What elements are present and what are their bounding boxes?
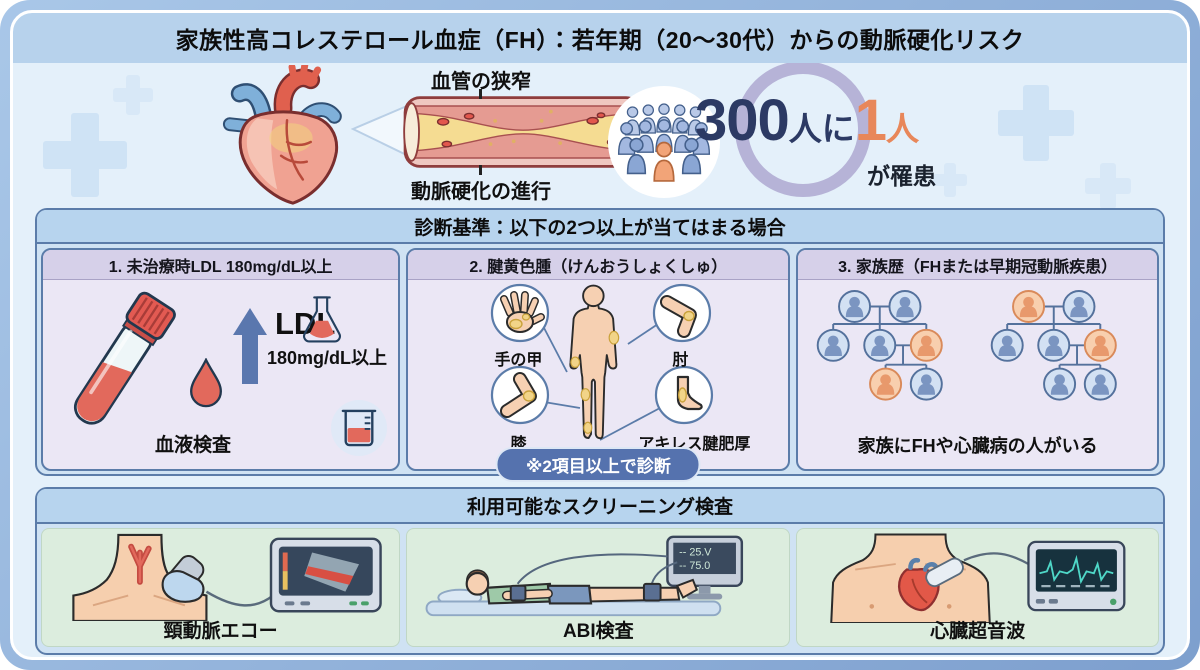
cardiac-echo-caption: 心臓超音波	[930, 621, 1026, 642]
blood-tube-icon	[73, 291, 176, 425]
narrowed-artery-illustration	[403, 96, 643, 168]
carotid-echo-panel: 頸動脈エコー	[41, 528, 401, 647]
abi-monitor-line2: -- 75.0	[680, 560, 711, 572]
flask-icon	[303, 296, 341, 343]
beaker-icon	[341, 409, 377, 447]
page-title: 家族性高コレステロール血症（FH）：若年期（20～30代）からの動脈硬化リスク	[175, 27, 1025, 53]
elbow-label: 肘	[672, 352, 689, 369]
knee-callout-icon	[500, 372, 538, 418]
criterion-ldl-title: 1. 未治療時LDL 180mg/dL以上	[108, 258, 333, 276]
criterion-xanthoma-panel: 2. 腱黄色腫（けんおうしょくしゅ）	[406, 248, 791, 482]
plus-decoration	[43, 113, 127, 197]
crowd-icon	[607, 85, 721, 199]
plus-decoration	[998, 85, 1074, 161]
heart-illustration	[222, 65, 342, 205]
abi-caption: ABI検査	[562, 621, 634, 642]
screening-panels: 頸動脈エコー -- 25.V -- 75.0	[37, 524, 1163, 651]
abi-monitor-line1: -- 25.V	[680, 546, 713, 558]
plus-decoration	[933, 163, 967, 197]
beaker-chip	[331, 400, 387, 456]
plus-decoration	[113, 75, 153, 115]
achilles-callout-icon	[677, 375, 704, 411]
plus-decoration	[1085, 163, 1131, 209]
screening-section: 利用可能なスクリーニング検査	[35, 487, 1165, 655]
stat-300: 300	[695, 88, 790, 153]
carotid-echo-caption: 頸動脈エコー	[163, 621, 278, 642]
elbow-callout-icon	[660, 295, 698, 338]
diagnosis-section: 診断基準：以下の2つ以上が当てはまる場合 1. 未治療時LDL 180mg/dL…	[35, 208, 1165, 482]
hand-callout-icon	[500, 291, 546, 333]
family-tree-left	[817, 290, 944, 401]
family-caption: 家族にFHや心臓病の人がいる	[857, 436, 1098, 456]
hand-label: 手の甲	[494, 352, 543, 369]
carotid-echo-illustration	[72, 533, 382, 621]
diagnosis-panels: 1. 未治療時LDL 180mg/dL以上	[37, 244, 1163, 482]
screening-header: 利用可能なスクリーニング検査	[37, 489, 1163, 524]
vessel-narrowing-label: 血管の狭窄	[431, 71, 531, 93]
infographic-canvas: 家族性高コレステロール血症（FH）：若年期（20～30代）からの動脈硬化リスク	[10, 10, 1190, 660]
stat-suffix: が罹患	[867, 163, 936, 189]
atherosclerosis-progression-label: 動脈硬化の進行	[411, 181, 551, 203]
cardiac-echo-panel: 心臓超音波	[796, 528, 1159, 647]
ldl-threshold: 180mg/dL以上	[267, 348, 388, 368]
abi-illustration: -- 25.V -- 75.0	[425, 535, 744, 617]
blood-test-caption: 血液検査	[154, 435, 231, 456]
criterion-ldl-panel: 1. 未治療時LDL 180mg/dL以上	[41, 248, 401, 471]
xanthoma-body-diagram	[491, 283, 714, 441]
cardiac-echo-illustration	[830, 533, 1126, 623]
diagnosis-header: 診断基準：以下の2つ以上が当てはまる場合	[37, 210, 1163, 244]
criterion-family-title: 3. 家族歴（FHまたは早期冠動脈疾患）	[838, 258, 1118, 276]
family-tree-right	[991, 290, 1118, 401]
blood-drop-icon	[190, 358, 222, 408]
criterion-family-panel: 3. 家族歴（FHまたは早期冠動脈疾患）	[796, 248, 1159, 471]
abi-panel: -- 25.V -- 75.0	[406, 528, 791, 647]
two-items-badge: ※2項目以上で診断	[495, 447, 701, 482]
criterion-xanthoma-title: 2. 腱黄色腫（けんおうしょくしゅ）	[469, 258, 728, 276]
up-arrow-icon	[233, 308, 267, 384]
title-bar: 家族性高コレステロール血症（FH）：若年期（20～30代）からの動脈硬化リスク	[13, 13, 1187, 63]
stat-1: 1	[854, 88, 887, 153]
